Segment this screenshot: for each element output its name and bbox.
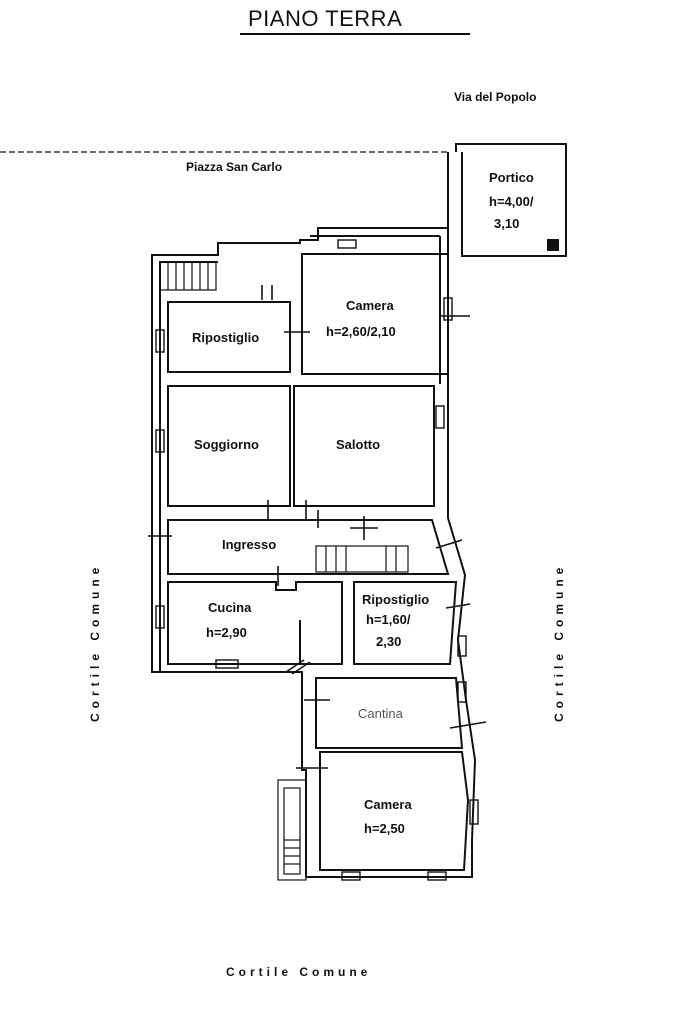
room-label-cucina: Cucina (208, 600, 252, 615)
room-height-camera-bottom: h=2,50 (364, 821, 405, 836)
room-soggiorno (167, 385, 291, 507)
room-label-ripostiglio-top: Ripostiglio (192, 330, 260, 345)
street-label-via-del-popolo: Via del Popolo (454, 90, 537, 104)
room-height-ripostiglio-mid-2: 2,30 (376, 634, 402, 649)
outer-wall-main (151, 227, 477, 878)
room-label-camera-bottom: Camera (364, 797, 412, 812)
room-ripostiglio-mid (353, 581, 458, 665)
portico-column (547, 239, 559, 251)
stair-top-left (159, 261, 217, 291)
room-label-salotto: Salotto (336, 437, 381, 452)
room-label-soggiorno: Soggiorno (194, 437, 259, 452)
plan-title: PIANO TERRA (248, 6, 403, 31)
stair-bottom-left (277, 779, 307, 881)
room-label-camera-top: Camera (346, 298, 394, 313)
courtyard-label-right: Cortile Comune (552, 562, 566, 722)
room-cantina (315, 677, 464, 749)
courtyard-label-bottom: Cortile Comune (226, 965, 372, 979)
room-cucina (167, 581, 343, 665)
room-camera-top (301, 253, 449, 375)
room-label-ripostiglio-mid: Ripostiglio (362, 592, 430, 607)
room-height-camera-top: h=2,60/2,10 (326, 324, 396, 339)
room-height-ripostiglio-mid-1: h=1,60/ (366, 612, 411, 627)
room-camera-bottom (319, 751, 470, 871)
stair-ingresso (315, 545, 409, 573)
room-ingresso (167, 519, 450, 575)
door-marks (148, 285, 487, 769)
room-ripostiglio-top (167, 301, 291, 373)
room-label-ingresso: Ingresso (222, 537, 277, 552)
street-label-piazza: Piazza San Carlo (186, 160, 283, 174)
room-height-portico-2: 3,10 (494, 216, 520, 231)
courtyard-label-left: Cortile Comune (88, 562, 102, 722)
room-height-cucina: h=2,90 (206, 625, 247, 640)
room-salotto (293, 385, 435, 507)
title-underline (240, 33, 470, 35)
window-marks (155, 239, 479, 881)
room-height-portico-1: h=4,00/ (489, 194, 534, 209)
room-label-cantina: Cantina (358, 706, 403, 721)
room-label-portico: Portico (489, 170, 534, 185)
